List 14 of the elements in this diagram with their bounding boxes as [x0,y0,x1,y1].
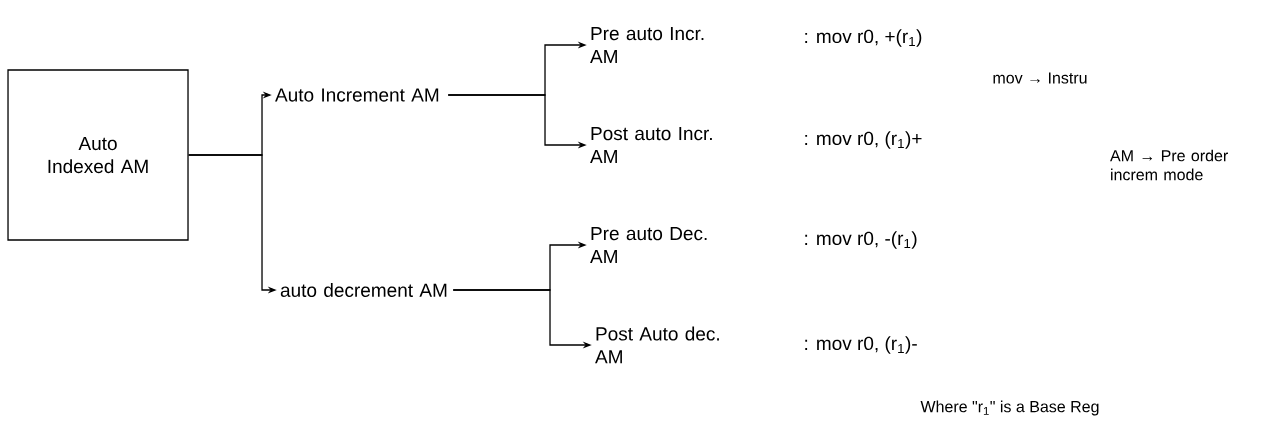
note-text: AM → Pre order increm mode [1110,149,1228,181]
mode-label: Auto Increment AM [275,88,439,102]
mode-label: Post auto Incr. AM [590,126,712,164]
mode-label: Post Auto dec. AM [595,326,719,364]
instruction-text: : mov r0, +(r$_{1}$) [805,29,922,47]
mode-label: auto decrement AM [280,283,447,297]
mode-label: Pre auto Dec. AM [590,226,707,264]
process-box: Auto Indexed AM [7,69,189,241]
mode-label: Pre auto Incr. AM [590,26,704,64]
instruction-text: : mov r0, (r$_{1}$)- [805,336,917,354]
instruction-text: : mov r0, -(r$_{1}$) [805,231,917,249]
note-text: Where "r$_{1}$" is a Base Reg [920,400,1099,416]
instruction-text: : mov r0, (r$_{1}$)+ [805,131,922,149]
note-text: mov → Instru [993,72,1087,84]
